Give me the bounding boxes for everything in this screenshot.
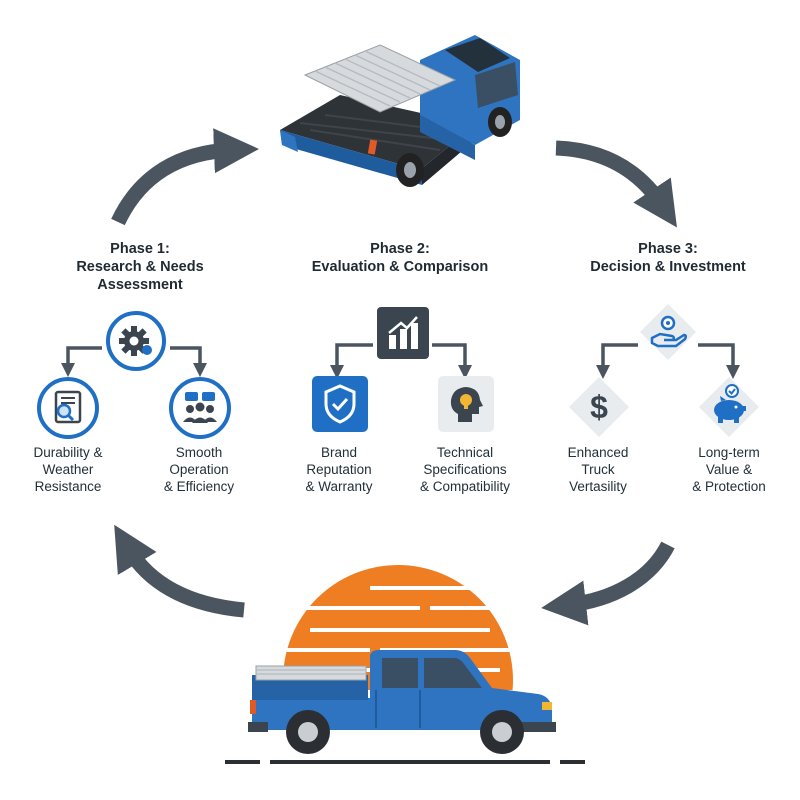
- phase-3-title: Phase 3: Decision & Investment: [590, 241, 746, 275]
- phase-2-title: Phase 2: Evaluation & Comparison: [311, 241, 489, 275]
- cycle-arrow-top-left: [111, 128, 259, 226]
- tonneau-cover: [303, 44, 457, 113]
- hand-coin-icon: [640, 304, 696, 360]
- piggy-bank-icon: [699, 377, 759, 437]
- label-long-term-value: Long-term Value & & Protection: [692, 445, 766, 494]
- label-durability: Durability & Weather Resistance: [33, 445, 103, 494]
- sunset-truck-illustration: [225, 565, 585, 764]
- bottom-pickup-truck: [248, 650, 556, 754]
- svg-text:$: $: [590, 389, 608, 425]
- cycle-arrow-top-right: [555, 140, 677, 228]
- label-smooth-operation: Smooth Operation & Efficiency: [163, 445, 235, 494]
- cycle-arrow-bottom-left: [114, 524, 245, 618]
- label-technical-specs: Technical Specifications & Compatibility: [419, 445, 511, 494]
- label-brand-reputation: Brand Reputation & Warranty: [305, 445, 373, 494]
- label-truck-versatility: Enhanced Truck Vertasility: [567, 445, 629, 494]
- dollar-icon: $: [569, 377, 629, 437]
- phase-1-title: Phase 1: Research & Needs Assessment: [76, 241, 204, 293]
- cycle-arrow-bottom-right: [541, 541, 675, 626]
- document-search-icon: [37, 377, 99, 439]
- team-chat-icon: [169, 377, 231, 439]
- head-lightbulb-icon: [438, 376, 494, 432]
- bar-chart-icon: [377, 307, 429, 359]
- top-pickup-truck-illustration: [280, 35, 520, 187]
- shield-check-icon: [312, 376, 368, 432]
- gear-icon: [106, 311, 166, 371]
